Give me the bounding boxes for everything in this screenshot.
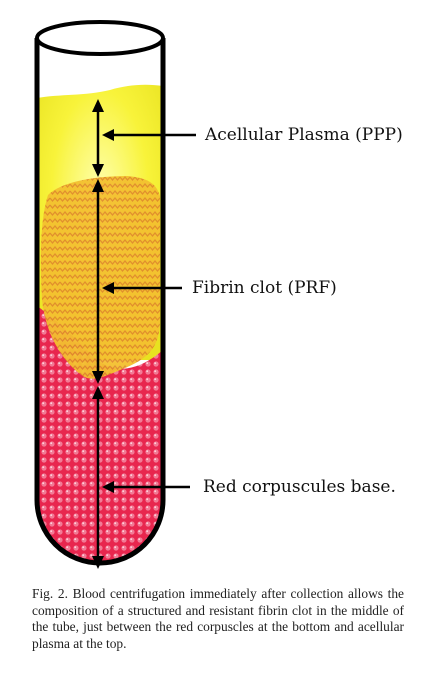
red-corpuscle-layer (37, 306, 163, 563)
tube-opening (35, 20, 165, 56)
red-base-label: Red corpuscules base. (203, 477, 396, 497)
clot-label: Fibrin clot (PRF) (192, 278, 337, 298)
figure-caption: Fig. 2. Blood centrifugation immediately… (32, 586, 404, 651)
clot-arrow (92, 179, 104, 384)
plasma-label: Acellular Plasma (PPP) (205, 125, 403, 145)
red-base-arrow (92, 386, 104, 569)
clot-leader (102, 282, 182, 294)
plasma-leader (102, 129, 196, 141)
red-leader (102, 481, 190, 493)
fibrin-clot (40, 176, 161, 379)
tube-diagram (34, 20, 196, 569)
plasma-arrow (92, 99, 104, 177)
